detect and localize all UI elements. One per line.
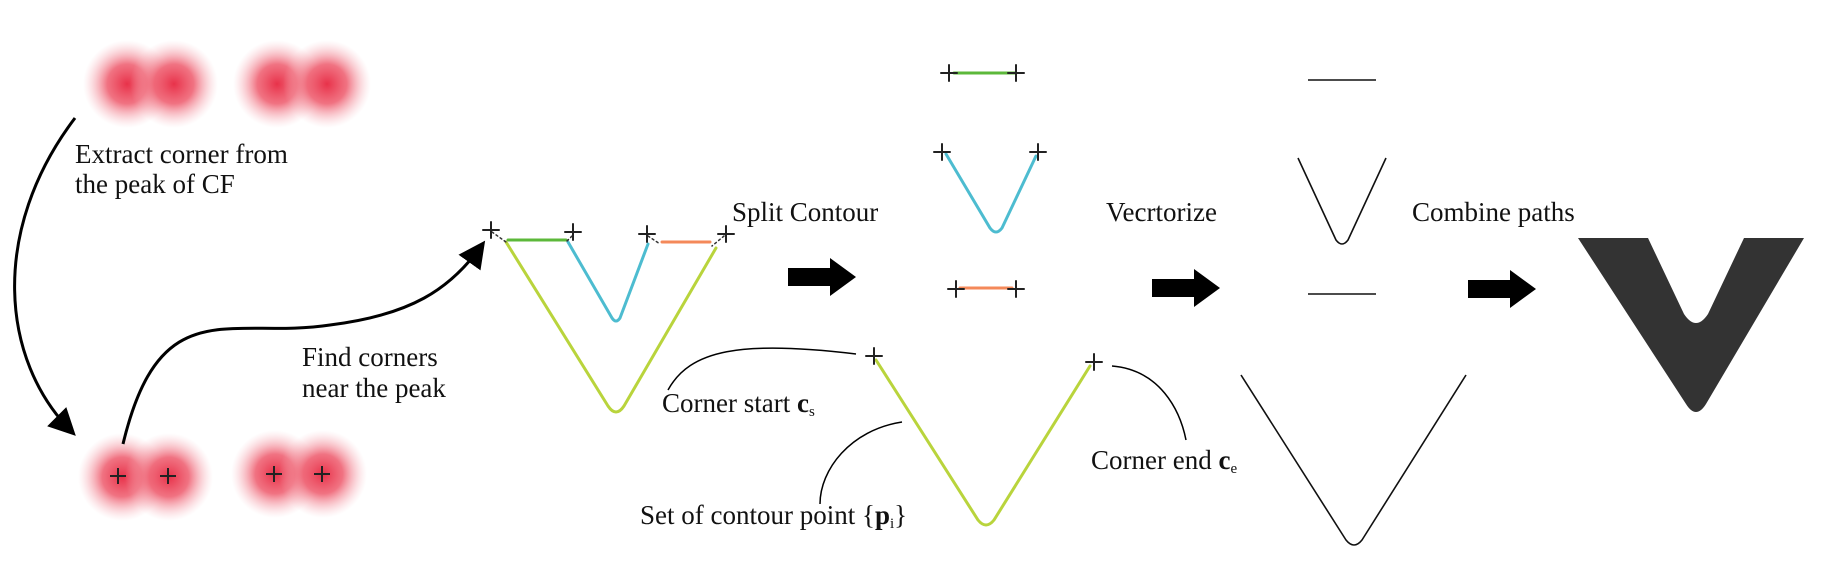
find-label-line2: near the peak [302,373,446,403]
plus-icon [717,225,735,243]
corner-markers [482,221,735,243]
plus-icon [865,347,883,365]
plus-icon [638,225,656,243]
plus-icon [564,223,582,241]
curved-arrow-down [13,117,77,436]
heat-blob [283,40,371,128]
segment-cyan [566,240,650,323]
plus-icon [933,143,951,161]
annotation-leaders [667,347,1187,505]
corner-field-top [83,40,371,128]
corner-markers [110,466,330,484]
split-cyan [944,152,1038,234]
plus-icon [940,64,958,82]
corner-start-label: Corner start cs [662,388,815,420]
segment-lime [504,240,718,414]
curved-arrow-up [121,240,486,445]
plus-icon [482,221,500,239]
arrow-right-icon [1468,270,1536,308]
combine-paths-label: Combine paths [1412,197,1575,227]
plus-icon [266,466,282,482]
plus-icon [1007,64,1025,82]
corner-markers [865,64,1103,371]
plus-icon [160,468,176,484]
plus-icon [1085,353,1103,371]
split-lime [874,358,1092,527]
plus-icon [1029,143,1047,161]
plus-icon [314,466,330,482]
arrow-right-icon [788,258,856,296]
vectorize-label: Vecrtorize [1106,197,1217,227]
arrow-right-icon [1152,269,1220,307]
combined-glyph [1578,238,1804,412]
vector-v-small [1297,157,1387,245]
split-contour-label: Split Contour [732,197,878,227]
corner-end-label: Corner end ce [1091,445,1237,477]
corner-field-bottom [78,430,367,521]
extract-label-line1: Extract corner from [75,139,288,169]
find-label-line1: Find corners [302,342,438,372]
detected-contour [482,221,735,414]
vector-v-large [1240,374,1467,546]
plus-icon [947,280,965,298]
plus-icon [110,468,126,484]
vectorized-paths [1240,79,1467,546]
extract-label-line2: the peak of CF [75,169,235,199]
plus-icon [1007,280,1025,298]
corner-guides [491,231,725,247]
heat-blob [130,40,218,128]
split-segments [865,64,1103,527]
contour-set-label: Set of contour point {pi} [640,500,907,532]
